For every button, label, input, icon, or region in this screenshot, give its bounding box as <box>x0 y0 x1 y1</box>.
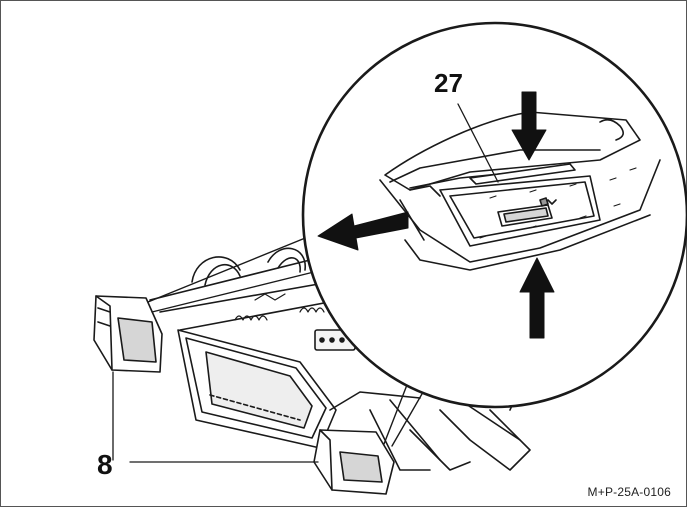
leader-8 <box>112 371 319 463</box>
arrow-left-icon <box>317 211 409 251</box>
callout-label-27: 27 <box>434 68 463 98</box>
figure-reference-code: M+P-25A-0106 <box>587 485 671 499</box>
callout-label-8: 8 <box>97 449 113 480</box>
bike-carrier <box>93 247 531 495</box>
detail-magnifier <box>301 21 687 409</box>
arrow-down-icon <box>511 91 547 161</box>
press-arrows <box>317 91 555 339</box>
arrow-up-icon <box>519 257 555 339</box>
